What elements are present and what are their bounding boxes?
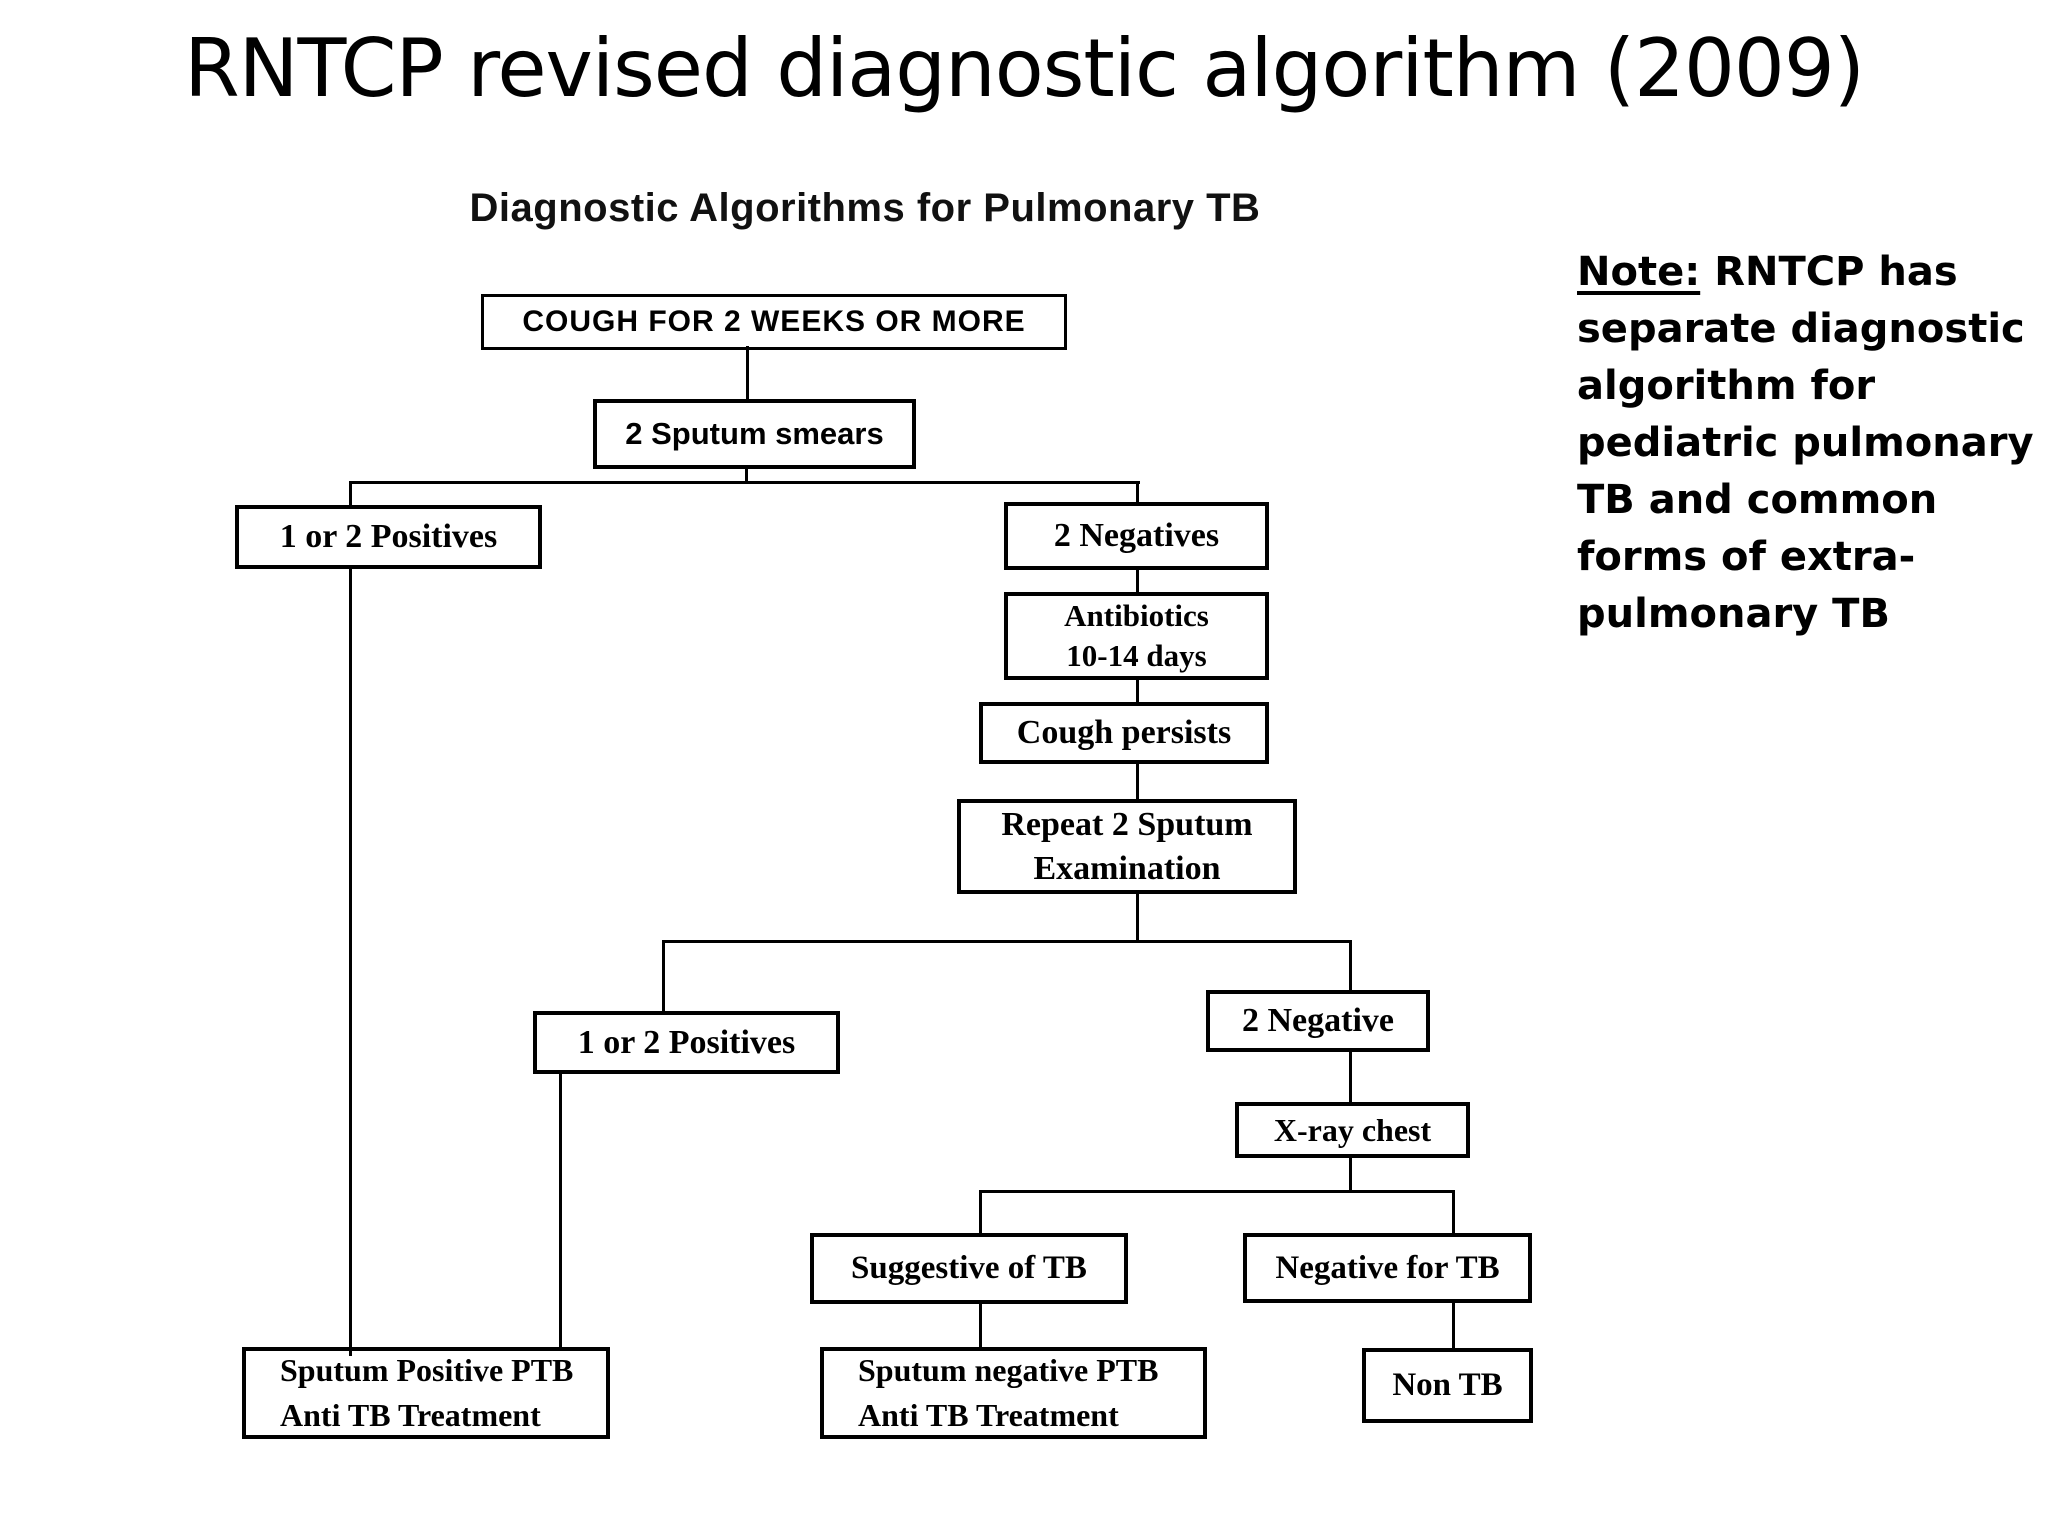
- node-label: 1 or 2 Positives: [577, 1023, 796, 1061]
- connector-cough-persists-to-repeat: [1136, 763, 1139, 802]
- connector-negative-for-tb-to-non-tb: [1452, 1299, 1455, 1351]
- node-label-line1: Sputum Positive PTB: [280, 1352, 574, 1388]
- connector-repeat-to-branch2: [1136, 891, 1139, 943]
- node-1-or-2-positives-first: 1 or 2 Positives: [235, 505, 542, 569]
- node-label-line1: Repeat 2 Sputum: [1001, 805, 1253, 843]
- node-label-line2: 10-14 days: [1066, 638, 1207, 673]
- connector-cough-to-sputum: [746, 346, 749, 403]
- node-cough-2-weeks: COUGH FOR 2 WEEKS OR MORE: [481, 294, 1067, 350]
- connector-positives2-to-sputum-positive: [559, 1071, 562, 1350]
- connector-branch3-to-suggestive: [979, 1191, 982, 1236]
- branch3-horizontal: [979, 1190, 1455, 1193]
- node-label: 2 Negatives: [1053, 517, 1220, 554]
- node-label: Cough persists: [1016, 714, 1232, 751]
- connector-xray-to-branch3: [1349, 1155, 1352, 1193]
- node-label: X-ray chest: [1273, 1111, 1432, 1148]
- node-label: 1 or 2 Positives: [279, 518, 498, 555]
- node-2-negative: 2 Negative: [1206, 990, 1430, 1052]
- connector-negative2-to-xray: [1349, 1050, 1352, 1105]
- node-sputum-negative-ptb: Sputum negative PTB Anti TB Treatment: [820, 1347, 1207, 1439]
- note-line: separate diagnostic: [1577, 306, 2025, 352]
- node-cough-persists: Cough persists: [979, 702, 1269, 764]
- node-label: COUGH FOR 2 WEEKS OR MORE: [522, 305, 1026, 338]
- connector-suggestive-to-sputum-negative: [979, 1300, 982, 1350]
- node-label: Non TB: [1392, 1367, 1503, 1403]
- node-2-negatives: 2 Negatives: [1004, 502, 1269, 570]
- node-label-line1: Sputum negative PTB: [858, 1352, 1159, 1388]
- node-negative-for-tb: Negative for TB: [1243, 1233, 1532, 1303]
- connector-sputum-to-branch1: [745, 466, 748, 484]
- node-label: Suggestive of TB: [851, 1250, 1087, 1286]
- note-line: pediatric pulmonary: [1577, 420, 2034, 466]
- node-label-line2: Examination: [1033, 849, 1221, 887]
- connector-branch1-to-negatives1: [1136, 482, 1139, 506]
- node-antibiotics-10-14-days: Antibiotics 10-14 days: [1004, 592, 1269, 680]
- node-label-line2: Anti TB Treatment: [280, 1397, 541, 1433]
- node-label: Negative for TB: [1275, 1249, 1500, 1286]
- page-title: RNTCP revised diagnostic algorithm (2009…: [184, 22, 1865, 115]
- node-suggestive-of-tb: Suggestive of TB: [810, 1233, 1128, 1304]
- branch1-horizontal: [349, 481, 1140, 484]
- note-line1-text: RNTCP has: [1714, 249, 1958, 295]
- note-block: Note: RNTCP has separate diagnostic algor…: [1577, 244, 2047, 643]
- note-line: algorithm for: [1577, 363, 1876, 409]
- diagram-title: Diagnostic Algorithms for Pulmonary TB: [469, 186, 1261, 230]
- connector-antibiotics-to-cough-persists: [1136, 677, 1139, 705]
- connector-branch1-to-positives1: [349, 482, 352, 509]
- node-label-line2: Anti TB Treatment: [858, 1397, 1119, 1433]
- note-line: forms of extra-: [1577, 534, 1916, 580]
- node-label: 2 Negative: [1241, 1002, 1394, 1039]
- node-1-or-2-positives-second: 1 or 2 Positives: [533, 1011, 840, 1074]
- connector-branch3-to-negative-for-tb: [1452, 1191, 1455, 1236]
- note-label: Note:: [1577, 249, 1701, 295]
- note-line: Note: RNTCP has: [1577, 244, 2047, 301]
- note-line: TB and common: [1577, 477, 1938, 523]
- connector-branch2-to-negative2: [1349, 941, 1352, 993]
- branch2-horizontal: [662, 940, 1352, 943]
- node-sputum-positive-ptb: Sputum Positive PTB Anti TB Treatment: [242, 1347, 610, 1439]
- node-xray-chest: X-ray chest: [1235, 1102, 1470, 1158]
- connector-positives1-to-sputum-positive: [349, 566, 352, 1356]
- connector-branch2-to-positives2: [662, 941, 665, 1014]
- node-2-sputum-smears: 2 Sputum smears: [593, 399, 916, 469]
- node-non-tb: Non TB: [1362, 1348, 1533, 1423]
- node-label-line1: Antibiotics: [1064, 598, 1209, 633]
- note-line: pulmonary TB: [1577, 591, 1890, 637]
- connector-negatives1-to-antibiotics: [1136, 567, 1139, 595]
- node-repeat-2-sputum-examination: Repeat 2 Sputum Examination: [957, 799, 1297, 894]
- node-label: 2 Sputum smears: [625, 416, 884, 451]
